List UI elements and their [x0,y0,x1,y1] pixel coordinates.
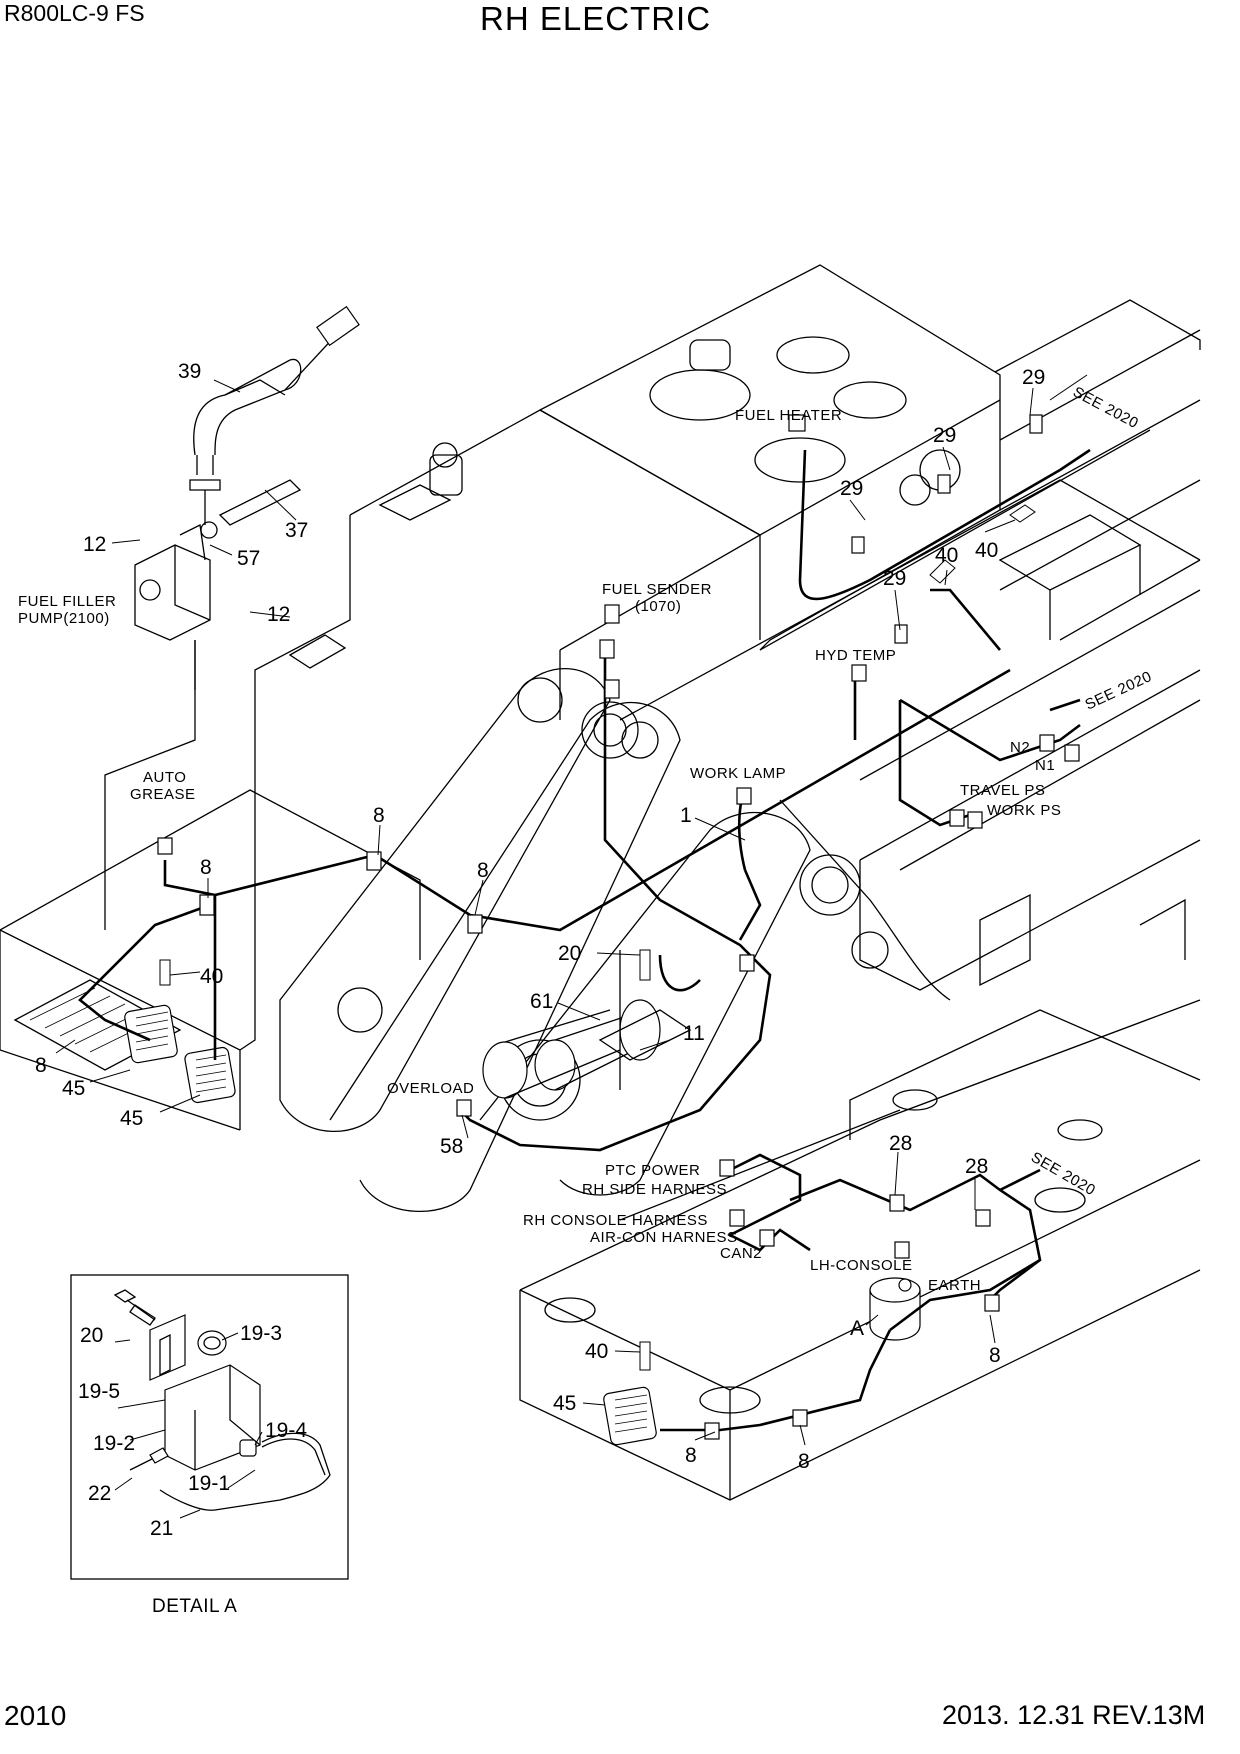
detail-callout-19-5: 19-5 [78,1380,120,1403]
callout-12: 12 [83,533,106,556]
label-lh-console: LH-CONSOLE [810,1257,913,1274]
detail-callout-19-2: 19-2 [93,1432,135,1455]
callout-A: A [850,1317,864,1340]
label-rh-side-harness: RH SIDE HARNESS [582,1181,727,1198]
label-work-lamp: WORK LAMP [690,765,786,782]
label-n1: N1 [1035,757,1055,774]
callout-8: 8 [477,859,489,882]
label-fuel-heater: FUEL HEATER [735,407,842,424]
callout-45: 45 [62,1077,85,1100]
callout-37: 37 [285,519,308,542]
detail-a-caption: DETAIL A [152,1596,237,1617]
detail-callout-19-4: 19-4 [265,1419,307,1442]
detail-callout-22: 22 [88,1482,111,1505]
page-number: 2010 [4,1700,67,1731]
leader-lines [55,374,1088,1446]
work-lamp-drawings [124,1004,657,1446]
label-auto-grease-2: GREASE [130,786,196,803]
callout-40: 40 [585,1340,608,1363]
label-air-con-harness: AIR-CON HARNESS [590,1229,738,1246]
label-fuel-sender: FUEL SENDER [602,581,712,598]
callout-8: 8 [685,1444,697,1467]
callout-1: 1 [680,804,692,827]
detail-callout-20: 20 [80,1324,103,1347]
callout-40: 40 [200,965,223,988]
label-travel-ps: TRAVEL PS [960,782,1045,799]
label-ptc-power: PTC POWER [605,1162,700,1179]
callout-29: 29 [1022,366,1045,389]
washer-tank-drawing [869,1277,921,1341]
callout-28: 28 [889,1132,912,1155]
label-see-2020: SEE 2020 [1083,668,1155,714]
label-fuel-sender-ref: (1070) [635,598,681,615]
callout-45: 45 [553,1392,576,1415]
detail-a-panel: 20 19-3 19-5 19-2 19-4 19-1 22 21 [70,1274,349,1580]
detail-callout-21: 21 [150,1517,173,1540]
label-can2: CAN2 [720,1245,762,1262]
label-fuel-filler: FUEL FILLER [18,593,116,610]
revision-stamp: 2013. 12.31 REV.13M [942,1700,1206,1730]
label-auto-grease: AUTO [143,769,186,786]
label-earth: EARTH [928,1277,981,1294]
callout-8: 8 [989,1344,1001,1367]
callout-29: 29 [933,424,956,447]
machine-frame-drawing [0,264,1201,1501]
callout-58: 58 [440,1135,463,1158]
detail-callout-19-1: 19-1 [188,1472,230,1495]
callout-20: 20 [558,942,581,965]
callout-8: 8 [35,1054,47,1077]
label-see-2020: SEE 2020 [1028,1149,1098,1200]
callout-40: 40 [975,539,998,562]
label-overload: OVERLOAD [387,1080,474,1097]
label-fuel-filler-pump: PUMP(2100) [18,610,110,627]
callout-8: 8 [200,856,212,879]
label-see-2020: SEE 2020 [1070,384,1141,433]
callout-8: 8 [798,1450,810,1473]
callout-61: 61 [530,990,553,1013]
fuel-filler-pump-drawing [104,305,360,930]
part-callouts: 39 37 57 12 12 29 29 29 29 40 40 40 40 8… [35,360,1045,1473]
label-n2: N2 [1010,739,1030,756]
bolts [159,504,1036,1371]
callout-8: 8 [373,804,385,827]
callout-11: 11 [683,1022,705,1045]
label-rh-console-harness: RH CONSOLE HARNESS [523,1212,708,1229]
label-work-ps: WORK PS [987,802,1061,819]
page-title: RH ELECTRIC [480,0,712,37]
callout-45: 45 [120,1107,143,1130]
callout-29: 29 [883,567,906,590]
horn-assembly-drawing [482,950,692,1099]
callout-12: 12 [267,603,290,626]
detail-callout-19-3: 19-3 [240,1322,282,1345]
model-designation: R800LC-9 FS [4,0,145,26]
callout-57: 57 [237,547,260,570]
callout-29: 29 [840,477,863,500]
callout-39: 39 [178,360,201,383]
callout-28: 28 [965,1155,988,1178]
callout-40: 40 [935,544,958,567]
label-hyd-temp: HYD TEMP [815,647,896,664]
